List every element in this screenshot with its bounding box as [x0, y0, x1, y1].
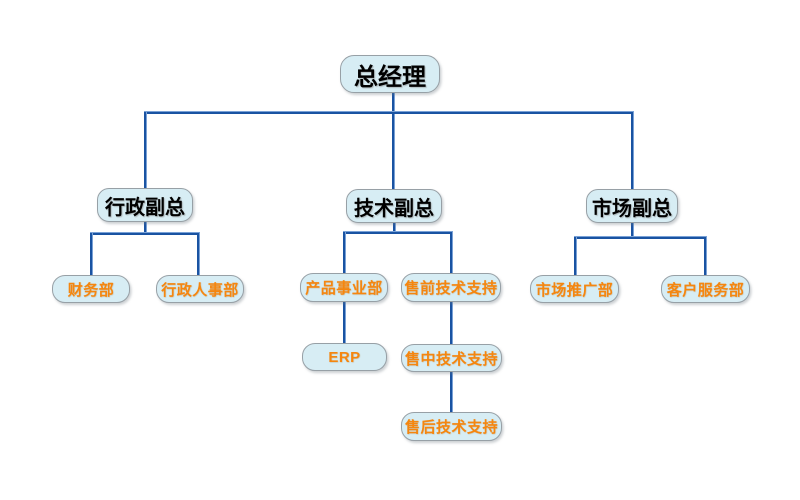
node-customer-service-dept: 客户服务部: [661, 275, 750, 303]
connector-line: [630, 112, 634, 189]
connector-line: [89, 231, 200, 235]
connector-line: [196, 233, 200, 275]
node-product-division: 产品事业部: [300, 273, 388, 302]
connector-line: [449, 372, 453, 412]
node-tech-vp: 技术副总: [346, 189, 442, 223]
connector-line: [703, 237, 707, 275]
connector-line: [143, 110, 634, 114]
connector-line: [342, 232, 346, 273]
node-presales-tech-support: 售前技术支持: [401, 273, 501, 302]
connector-line: [391, 93, 395, 189]
connector-line: [573, 237, 577, 275]
node-admin-hr-dept: 行政人事部: [156, 275, 244, 303]
connector-line: [573, 235, 707, 239]
connector-line: [143, 222, 147, 233]
connector-line: [89, 233, 93, 275]
connector-line: [630, 223, 634, 237]
connector-line: [449, 232, 453, 273]
connector-line: [342, 230, 453, 234]
connector-line: [342, 302, 346, 343]
node-general-manager: 总经理: [340, 55, 440, 93]
node-marketing-vp: 市场副总: [586, 189, 678, 223]
node-admin-vp: 行政副总: [97, 188, 193, 222]
connector-line: [449, 302, 453, 344]
node-marketing-promotion-dept: 市场推广部: [530, 275, 619, 303]
node-finance-dept: 财务部: [52, 275, 130, 303]
node-insale-tech-support: 售中技术支持: [401, 344, 502, 372]
connector-line: [392, 223, 396, 232]
node-aftersales-tech-support: 售后技术支持: [401, 412, 502, 441]
connector-line: [143, 112, 147, 188]
node-erp: ERP: [302, 343, 387, 371]
